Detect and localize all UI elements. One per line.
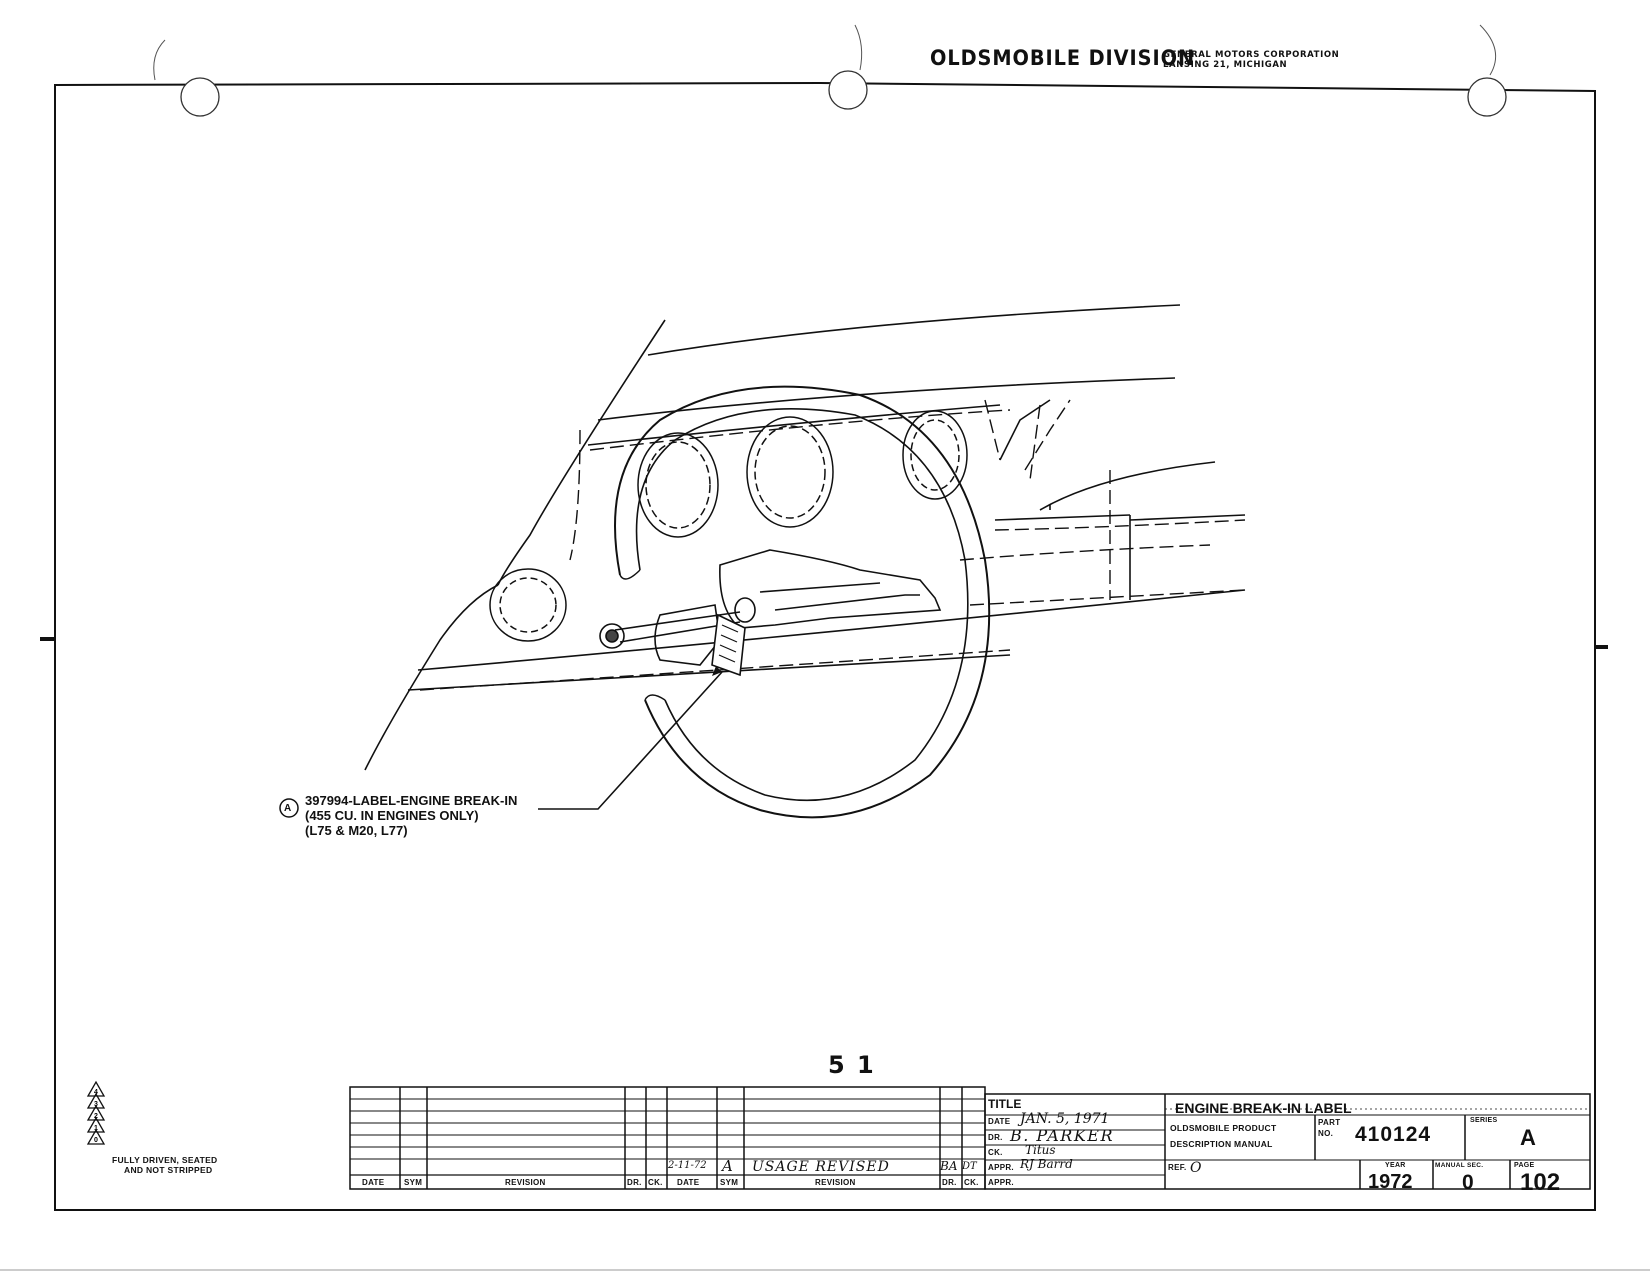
leader-line xyxy=(538,671,723,810)
callout-marker-circle xyxy=(279,798,299,818)
rev-header-sym: SYM xyxy=(404,1178,423,1187)
rev-header-revision: REVISION xyxy=(505,1178,546,1187)
steering-wheel xyxy=(614,385,991,819)
manual-name-line2: DESCRIPTION MANUAL xyxy=(1170,1139,1273,1149)
approver-label: APPR. xyxy=(988,1163,1014,1172)
legend-note-line2: AND NOT STRIPPED xyxy=(124,1165,213,1175)
part-number: 410124 xyxy=(1355,1123,1432,1146)
drawing-date: JAN. 5, 1971 xyxy=(1020,1111,1110,1127)
approver-signature: RJ Barrd xyxy=(1020,1157,1073,1171)
drafter-label: DR. xyxy=(988,1133,1003,1142)
revision-grid xyxy=(349,1086,986,1190)
date-label: DATE xyxy=(988,1117,1011,1126)
dashboard-dashed xyxy=(419,399,1246,691)
binder-holes xyxy=(180,70,1507,117)
rev-header-dr-2: DR. xyxy=(942,1178,957,1187)
sheet-number: 5 1 xyxy=(828,1051,876,1079)
series-value: A xyxy=(1520,1125,1536,1150)
svg-text:4: 4 xyxy=(94,1089,98,1096)
rev-header-sym-2: SYM xyxy=(720,1178,739,1187)
page-value: 102 xyxy=(1520,1169,1561,1196)
callout-marker: A xyxy=(284,803,292,814)
dashboard-outline xyxy=(364,304,1246,771)
ref-label: REF. xyxy=(1168,1163,1187,1172)
approver2-label: APPR. xyxy=(988,1178,1014,1187)
corporation-location: LANSING 21, MICHIGAN xyxy=(1163,60,1288,70)
gauges xyxy=(637,410,968,538)
checker-signature: Titus xyxy=(1025,1143,1056,1157)
hole-arcs xyxy=(153,24,1497,81)
left-gauge xyxy=(489,568,567,642)
part-no-label-2: NO. xyxy=(1318,1129,1334,1138)
rev-entry-dr: BA xyxy=(940,1159,958,1173)
rev-entry-ck: DT xyxy=(962,1161,977,1172)
division-title: OLDSMOBILE DIVISION xyxy=(930,46,1196,70)
legend-triangles xyxy=(86,1080,106,1145)
rev-entry-sym: A xyxy=(722,1157,733,1175)
svg-text:3: 3 xyxy=(94,1101,98,1108)
rev-header-date-2: DATE xyxy=(677,1178,700,1187)
title-label: TITLE xyxy=(988,1097,1022,1111)
sheet-frame xyxy=(54,81,1596,1211)
svg-text:0: 0 xyxy=(94,1137,98,1144)
callout-part-label: 397994-LABEL-ENGINE BREAK-IN xyxy=(305,793,518,808)
rev-header-ck: CK. xyxy=(648,1178,663,1187)
rev-header-dr: DR. xyxy=(627,1178,642,1187)
rev-header-date: DATE xyxy=(362,1178,385,1187)
manual-sec-value: 0 xyxy=(1462,1171,1474,1194)
rev-header-ck-2: CK. xyxy=(964,1178,979,1187)
manual-name-line1: OLDSMOBILE PRODUCT xyxy=(1170,1123,1277,1133)
callout-rpo-note: (L75 & M20, L77) xyxy=(305,823,408,838)
ref-value: O xyxy=(1190,1160,1202,1176)
manual-sec-label: MANUAL SEC. xyxy=(1435,1162,1484,1169)
drawing-title: ENGINE BREAK-IN LABEL xyxy=(1175,1100,1352,1116)
year-label: YEAR xyxy=(1385,1162,1406,1169)
legend-note-line1: FULLY DRIVEN, SEATED xyxy=(112,1155,218,1165)
page-label: PAGE xyxy=(1514,1162,1535,1169)
rev-header-revision-2: REVISION xyxy=(815,1178,856,1187)
rev-entry-date: 2-11-72 xyxy=(668,1160,707,1171)
steering-column xyxy=(654,549,942,666)
break-in-label-tag xyxy=(711,613,746,677)
drafter-name: B. PARKER xyxy=(1010,1126,1115,1145)
corporation-name: GENERAL MOTORS CORPORATION xyxy=(1163,50,1340,60)
part-no-label-1: PART xyxy=(1318,1118,1341,1127)
svg-text:1: 1 xyxy=(94,1125,98,1132)
rev-entry-description: USAGE REVISED xyxy=(752,1159,890,1175)
series-label: SERIES xyxy=(1470,1117,1498,1124)
callout-engine-note: (455 CU. IN ENGINES ONLY) xyxy=(305,808,479,823)
title-block-grid xyxy=(984,1093,1591,1190)
checker-label: CK. xyxy=(988,1148,1003,1157)
svg-text:2: 2 xyxy=(94,1113,98,1120)
year-value: 1972 xyxy=(1368,1171,1413,1193)
